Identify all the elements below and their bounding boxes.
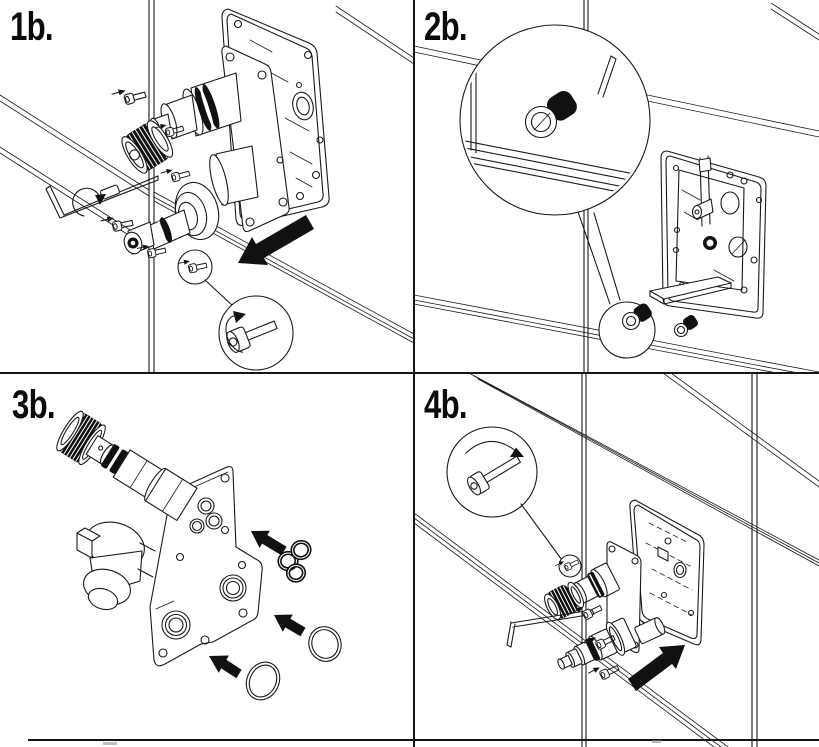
bottom-rule xyxy=(28,739,819,741)
panel-3b xyxy=(0,373,414,747)
outlet-port xyxy=(161,610,191,640)
panel-4b-drawing xyxy=(414,373,819,747)
screw-detail-callout xyxy=(177,249,294,371)
panel-1b xyxy=(0,0,414,373)
panel-1b-drawing xyxy=(0,0,414,373)
panel-2b xyxy=(414,0,819,373)
horizontal-divider xyxy=(0,372,819,374)
box-bottom-ledge xyxy=(649,276,732,305)
temperature-knob xyxy=(121,120,174,174)
rough-in-box xyxy=(629,499,705,646)
removal-direction-arrow-icon xyxy=(238,215,314,265)
o-ring-cluster xyxy=(277,539,312,583)
hex-key xyxy=(506,609,595,648)
hex-key xyxy=(45,175,159,219)
port-cluster-seals xyxy=(189,497,223,534)
wall-tile-lines xyxy=(0,0,414,373)
valve-cartridge-lower xyxy=(123,145,259,255)
cartridge-stem xyxy=(85,435,198,522)
callout-leader-lines xyxy=(576,208,621,305)
footer-print-mark xyxy=(652,740,661,743)
arrow-up-left-icon xyxy=(274,614,306,637)
panel-4b xyxy=(414,373,819,747)
spout-housing-body xyxy=(76,521,156,611)
install-direction-arrows xyxy=(209,530,306,679)
footer-print-mark xyxy=(103,742,117,745)
plug-callout xyxy=(598,301,698,359)
valve-cartridge-upper xyxy=(544,562,620,621)
plug-magnified-icon xyxy=(547,91,577,121)
panel-2b-drawing xyxy=(414,0,819,373)
insert-direction-arrow-icon xyxy=(628,645,685,691)
o-ring-large xyxy=(245,661,281,701)
panel-3b-drawing xyxy=(56,410,342,701)
arrow-up-left-icon xyxy=(251,530,287,556)
rough-in-box xyxy=(649,150,767,319)
wall-tile-lines xyxy=(414,373,819,747)
o-ring-medium xyxy=(308,626,342,662)
box-boss-cylinder xyxy=(691,198,714,220)
panel-label-4b: 4b. xyxy=(424,383,468,427)
inlet-port xyxy=(219,574,247,602)
valve-cartridge-lower xyxy=(557,617,666,670)
panel-label-3b: 3b. xyxy=(12,383,56,427)
panel-label-1b: 1b. xyxy=(10,5,54,49)
screw-detail-callout xyxy=(446,426,582,578)
magnifier-detail-circle xyxy=(459,24,651,216)
panel-label-2b: 2b. xyxy=(424,5,468,49)
arrow-up-left-icon xyxy=(209,655,242,679)
